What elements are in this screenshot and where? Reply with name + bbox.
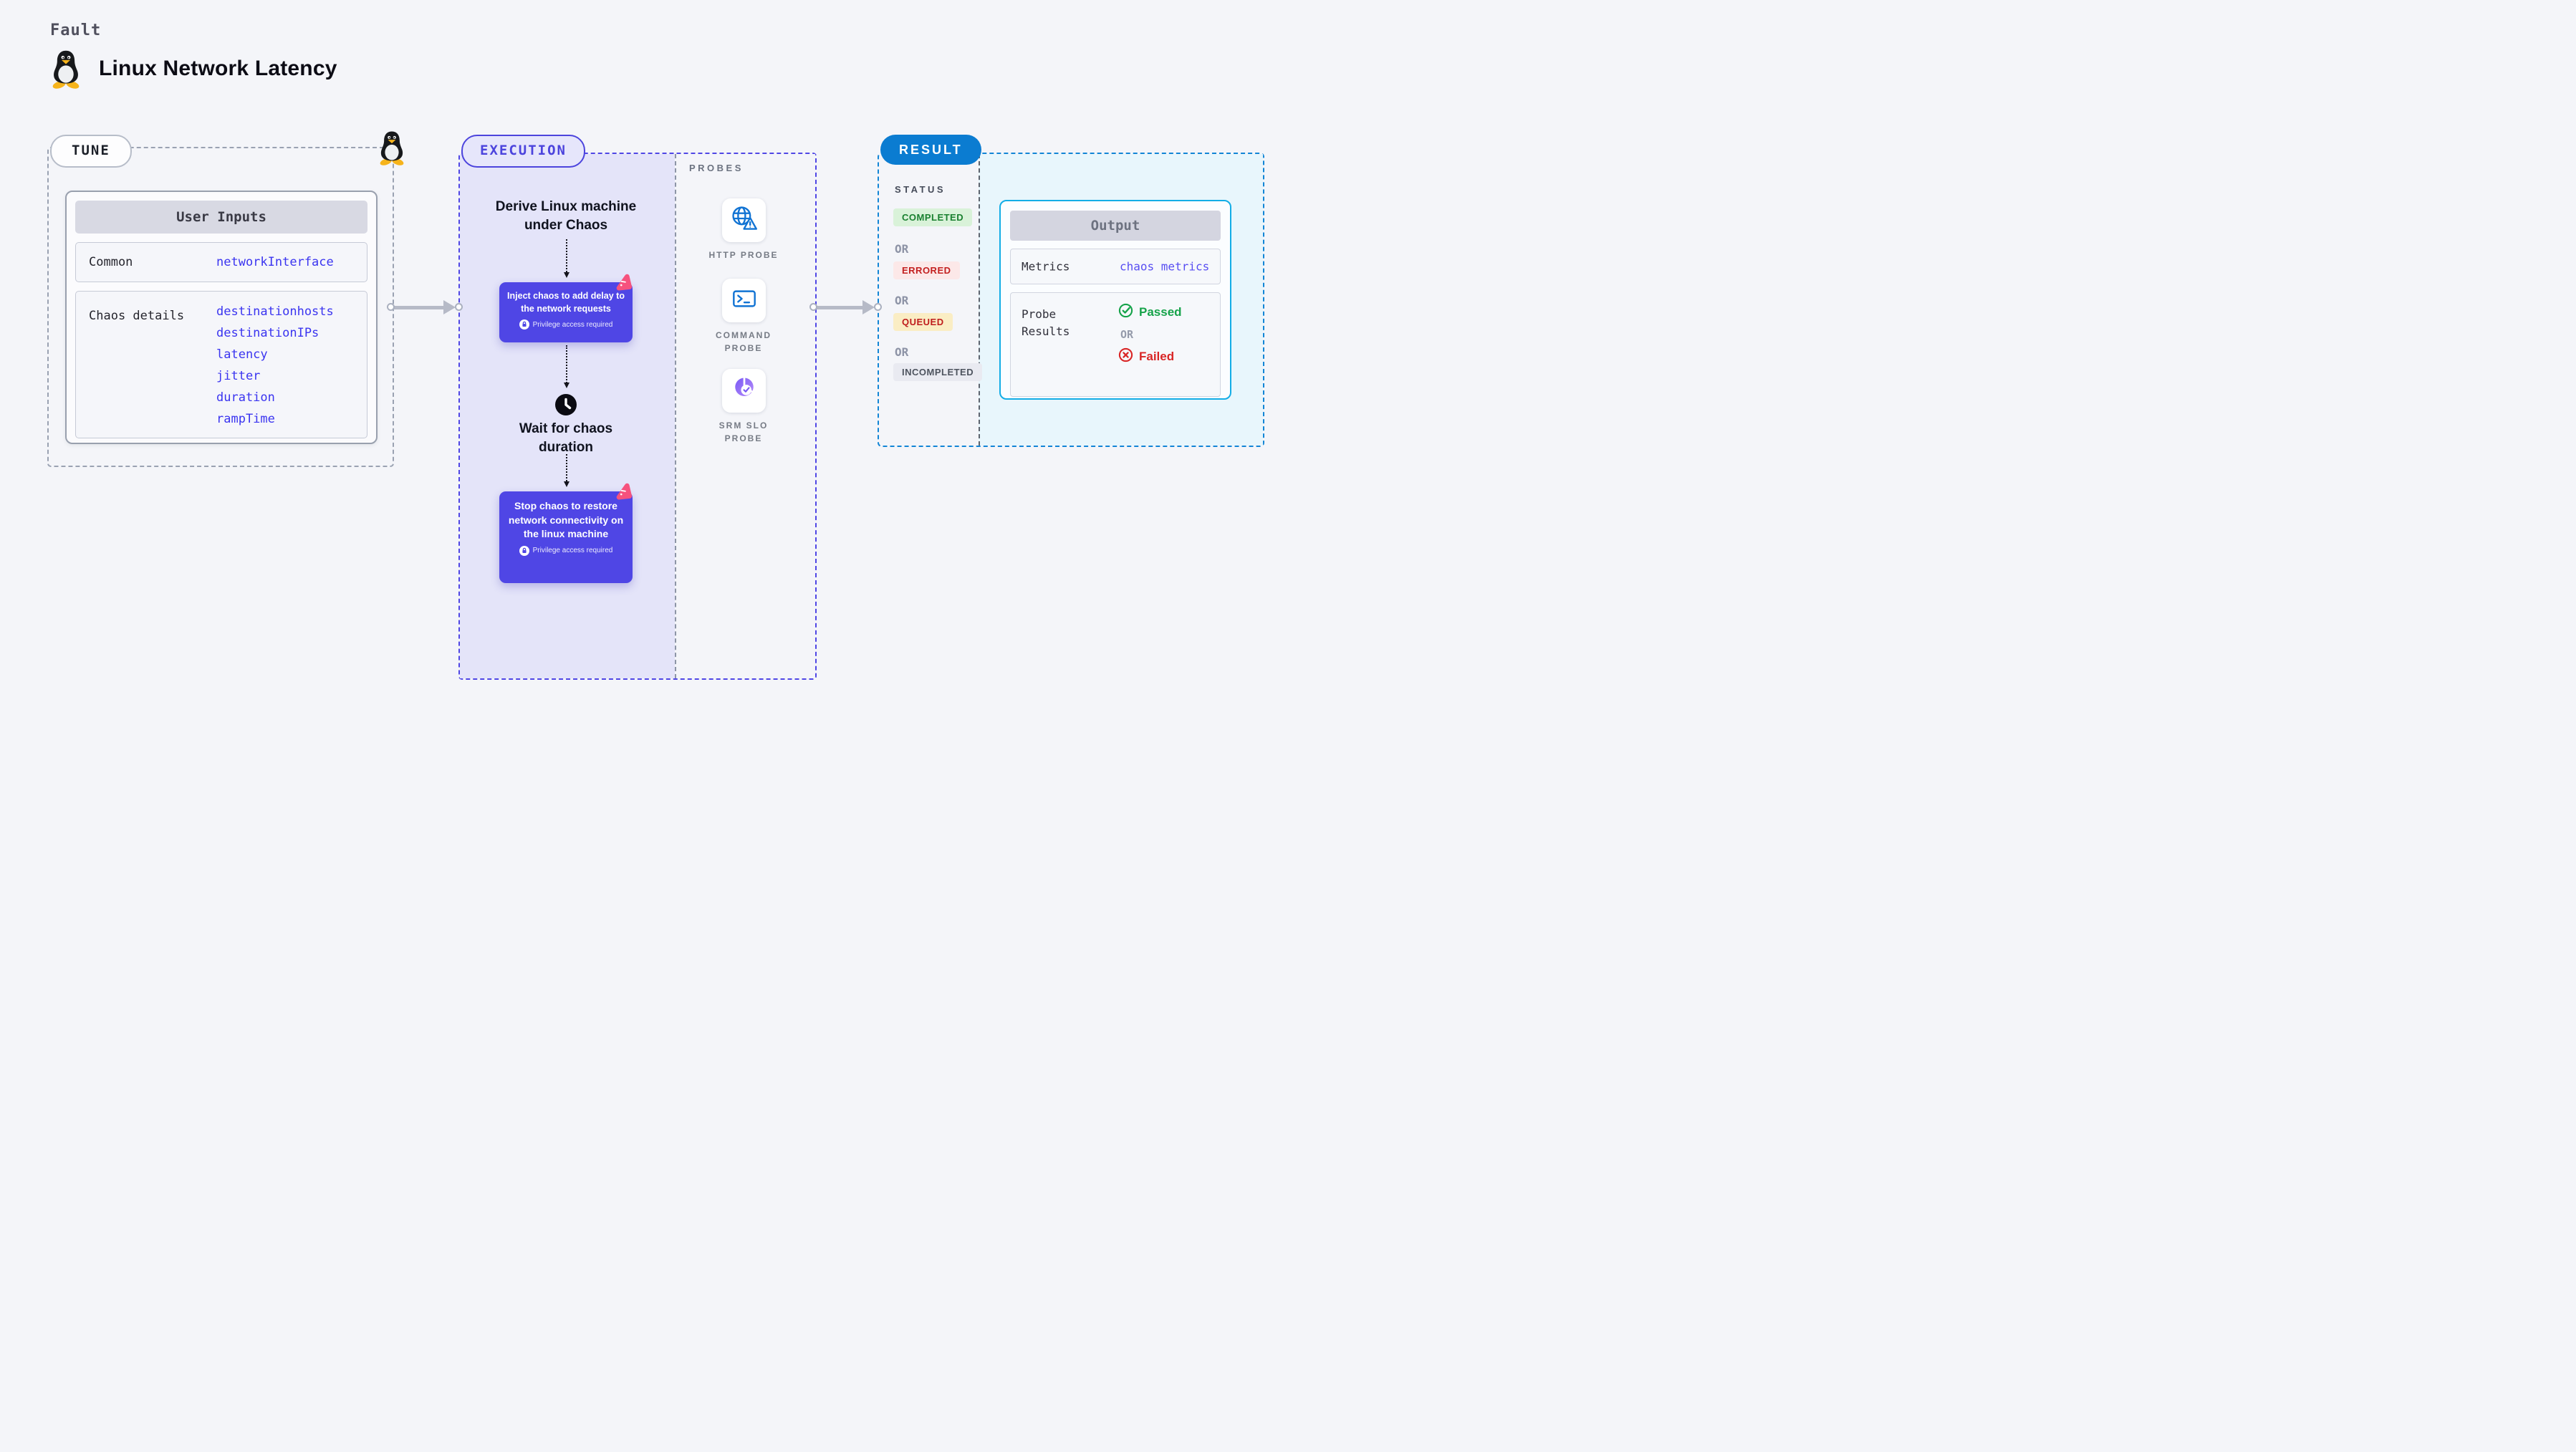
common-value: networkInterface <box>216 255 334 269</box>
diagram-canvas: Fault Linux Network Latency TUNE <box>0 0 1288 726</box>
passed-label: Passed <box>1139 305 1182 319</box>
stop-chaos-text: Stop chaos to restore network connectivi… <box>508 500 624 540</box>
metrics-value: chaos metrics <box>1120 259 1210 274</box>
status-badge-errored: ERRORED <box>893 261 960 279</box>
or-label: OR <box>1120 328 1134 341</box>
or-label: OR <box>895 345 909 359</box>
output-card: Output Metrics chaos metrics Probe Resul… <box>999 200 1231 400</box>
privilege-row: Privilege access required <box>506 545 625 556</box>
inject-chaos-text: Inject chaos to add delay to the network… <box>507 291 625 314</box>
derive-step-label: Derive Linux machine under Chaos <box>495 199 637 233</box>
status-label: STATUS <box>895 184 946 195</box>
command-probe-card <box>722 279 766 322</box>
connector-dot <box>387 303 395 311</box>
chaos-details-label: Chaos details <box>89 309 185 323</box>
metrics-row: Metrics chaos metrics <box>1010 249 1221 284</box>
clock-icon <box>554 393 577 420</box>
execution-lane <box>460 154 675 678</box>
chaos-value: destinationIPs <box>216 326 319 340</box>
output-header: Output <box>1010 211 1221 241</box>
status-badge-queued: QUEUED <box>893 313 953 331</box>
page-title: Linux Network Latency <box>99 57 337 80</box>
chaos-fault-icon <box>612 481 634 507</box>
chaos-value: destinationhosts <box>216 304 334 319</box>
probe-results-values: Passed OR Failed <box>1118 303 1182 366</box>
execution-section-box <box>458 153 817 680</box>
arrow-head <box>862 300 875 314</box>
privilege-label: Privilege access required <box>532 320 613 329</box>
probe-results-label: Probe Results <box>1022 307 1070 338</box>
passed-row: Passed <box>1118 303 1182 322</box>
chaos-fault-icon <box>612 272 634 298</box>
http-probe-label: HTTP PROBE <box>708 250 779 260</box>
arrow-line <box>816 305 866 309</box>
globe-warning-icon <box>730 204 759 236</box>
status-badge-incompleted: INCOMPLETED <box>893 363 983 381</box>
chaos-details-values: destinationhosts destinationIPs latency … <box>216 301 334 430</box>
common-label: Common <box>89 255 133 269</box>
failed-row: Failed <box>1118 347 1182 366</box>
user-input-row-common: Common networkInterface <box>75 242 367 282</box>
arrow-head <box>443 300 456 314</box>
chaos-value: duration <box>216 390 275 405</box>
terminal-icon <box>731 285 758 316</box>
user-input-row-chaos-details: Chaos details destinationhosts destinati… <box>75 291 367 438</box>
result-badge: RESULT <box>880 135 981 165</box>
or-label: OR <box>895 294 909 307</box>
status-badge-completed: COMPLETED <box>893 208 973 226</box>
stop-chaos-step: Stop chaos to restore network connectivi… <box>499 491 633 583</box>
srm-slo-probe-label: SRM SLO PROBE <box>719 420 769 443</box>
probe-results-row: Probe Results Passed OR <box>1010 292 1221 397</box>
http-probe-card <box>722 198 766 242</box>
flow-down-arrow <box>564 239 569 278</box>
page-header: Linux Network Latency <box>46 49 337 89</box>
connector-dot <box>809 303 817 311</box>
srm-slo-probe-card <box>722 369 766 413</box>
fault-label: Fault <box>50 21 102 39</box>
inject-chaos-step: Inject chaos to add delay to the network… <box>499 282 633 342</box>
user-inputs-card: User Inputs Common networkInterface Chao… <box>65 191 378 444</box>
chaos-value: latency <box>216 347 268 362</box>
check-circle-icon <box>1118 303 1133 322</box>
arrow-line <box>393 305 447 309</box>
linux-tux-icon <box>46 49 86 89</box>
lock-icon <box>519 545 529 556</box>
lock-icon <box>519 319 529 330</box>
connector-dot <box>874 303 882 311</box>
metrics-label: Metrics <box>1022 259 1070 274</box>
linux-tux-icon-small <box>374 130 410 165</box>
or-label: OR <box>895 242 909 256</box>
probes-label: PROBES <box>689 163 744 173</box>
privilege-label: Privilege access required <box>532 547 613 555</box>
wait-step-label: Wait for chaos duration <box>519 421 613 455</box>
chaos-value: rampTime <box>216 412 275 426</box>
command-probe-label: COMMAND PROBE <box>716 330 772 353</box>
connector-dot <box>455 303 463 311</box>
execution-badge: EXECUTION <box>461 135 585 168</box>
flow-down-arrow <box>564 345 569 388</box>
flow-down-arrow <box>564 454 569 487</box>
chaos-value: jitter <box>216 369 261 383</box>
x-circle-icon <box>1118 347 1133 366</box>
privilege-row: Privilege access required <box>506 319 625 330</box>
user-inputs-header: User Inputs <box>75 201 367 234</box>
pie-check-icon <box>730 375 759 407</box>
failed-label: Failed <box>1139 350 1175 363</box>
tune-badge: TUNE <box>50 135 132 168</box>
